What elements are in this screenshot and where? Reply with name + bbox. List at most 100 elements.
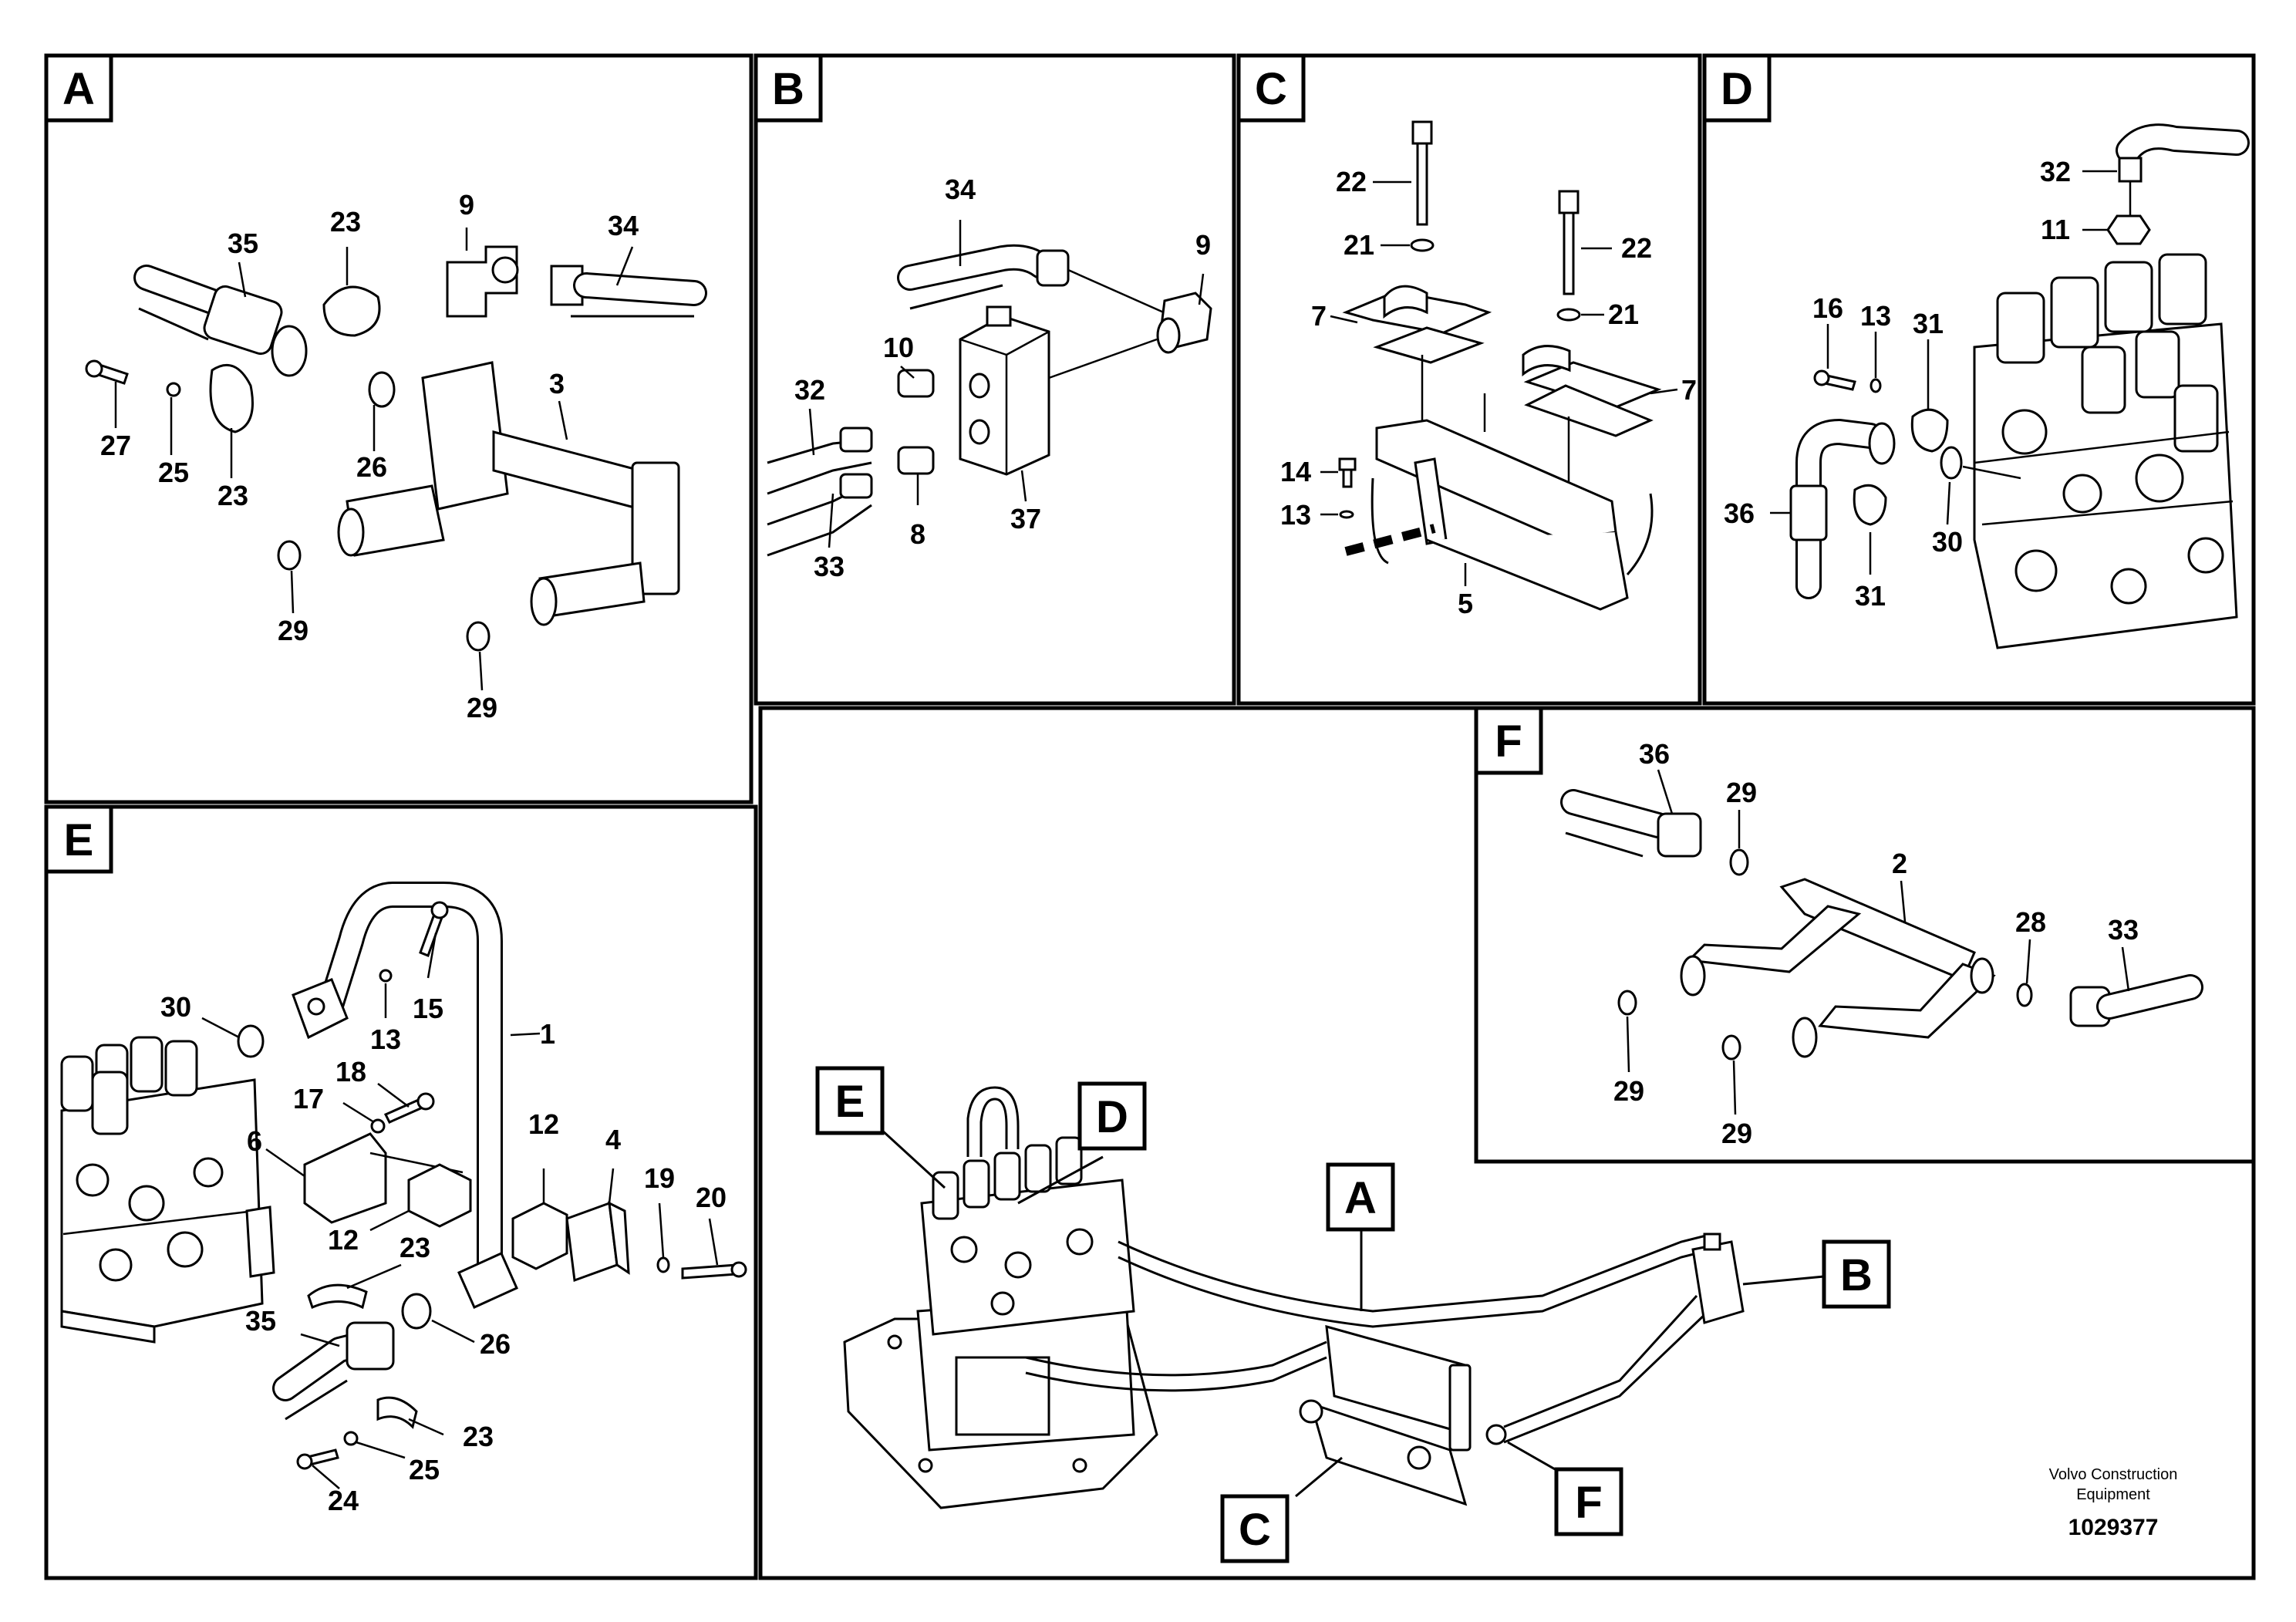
- label-d-31-top: 31: [1913, 308, 1944, 339]
- overview-callout-a-letter: A: [1344, 1173, 1377, 1223]
- overview-callout-a: A: [1326, 1162, 1395, 1232]
- label-a-23-top: 23: [330, 206, 361, 238]
- overview-callout-e: E: [815, 1066, 885, 1135]
- label-c-7-left: 7: [1311, 300, 1327, 332]
- brand-line-1: Volvo Construction: [2049, 1466, 2178, 1483]
- label-b-10: 10: [883, 332, 914, 363]
- label-f-36: 36: [1639, 738, 1670, 770]
- panel-e-frame: [44, 804, 758, 1580]
- label-b-37: 37: [1010, 503, 1041, 534]
- panel-b-tag: B: [754, 53, 823, 123]
- label-c-21-left: 21: [1344, 229, 1374, 261]
- panel-d-drawing: 32 11 16 13 31 36 30 31: [1724, 123, 2250, 649]
- label-a-3: 3: [549, 368, 565, 400]
- label-d-16: 16: [1812, 292, 1843, 324]
- overview-callout-d: D: [1077, 1081, 1147, 1151]
- panel-e-letter: E: [64, 815, 94, 865]
- panel-e-drawing: 30 15 13 1 18 17 6 12 4 19 20 12 23 35 2…: [60, 882, 747, 1516]
- panel-b-drawing: 34 9 10 32 33 8 37: [767, 174, 1212, 582]
- overview-callout-c: C: [1220, 1494, 1290, 1563]
- label-e-15: 15: [413, 993, 443, 1024]
- label-b-34: 34: [945, 174, 976, 205]
- overview-callout-c-letter: C: [1239, 1505, 1271, 1555]
- label-b-9: 9: [1195, 229, 1211, 261]
- label-f-29-left: 29: [1613, 1075, 1644, 1107]
- panel-d-letter: D: [1721, 64, 1753, 114]
- overview-callout-f-letter: F: [1575, 1478, 1602, 1528]
- label-e-12-right: 12: [528, 1108, 559, 1140]
- panel-d-tag: D: [1702, 53, 1772, 123]
- label-a-29-left: 29: [278, 615, 308, 646]
- panel-a-tag: A: [44, 53, 113, 123]
- label-f-29-bottom: 29: [1721, 1118, 1752, 1149]
- label-a-29-right: 29: [467, 692, 497, 723]
- label-c-21-right: 21: [1608, 298, 1639, 330]
- label-a-26: 26: [356, 451, 387, 483]
- leader-overview-e: [880, 1128, 946, 1189]
- document-number: 1029377: [2068, 1515, 2159, 1540]
- label-c-7-right: 7: [1681, 374, 1697, 406]
- label-d-31-bottom: 31: [1855, 580, 1886, 612]
- label-e-25: 25: [409, 1454, 440, 1485]
- label-e-35: 35: [245, 1305, 276, 1337]
- label-e-18: 18: [335, 1056, 366, 1088]
- panel-c-frame: [1236, 53, 1702, 706]
- label-c-5: 5: [1458, 588, 1473, 619]
- label-a-23-bottom: 23: [217, 480, 248, 511]
- label-f-29-top: 29: [1726, 777, 1757, 808]
- label-b-32: 32: [794, 374, 825, 406]
- label-f-33: 33: [2108, 914, 2139, 946]
- overview-drawing: E D A B C F: [815, 1066, 1891, 1563]
- label-f-28: 28: [2015, 906, 2046, 938]
- overview-callout-d-letter: D: [1096, 1092, 1128, 1142]
- label-d-30: 30: [1932, 526, 1963, 558]
- label-c-22-left: 22: [1336, 166, 1367, 197]
- label-d-32: 32: [2040, 156, 2071, 187]
- panel-a-letter: A: [62, 64, 95, 114]
- label-e-4: 4: [605, 1124, 621, 1155]
- label-a-34: 34: [608, 210, 639, 241]
- label-e-1: 1: [540, 1018, 555, 1050]
- label-e-6: 6: [247, 1125, 262, 1157]
- label-d-13: 13: [1860, 300, 1891, 332]
- label-e-17: 17: [293, 1083, 324, 1114]
- label-b-33: 33: [814, 551, 845, 582]
- panel-d-frame: [1702, 53, 2256, 706]
- label-a-27: 27: [100, 430, 131, 461]
- label-e-30: 30: [160, 991, 191, 1023]
- label-e-26: 26: [480, 1328, 511, 1360]
- overview-valve-bank: [920, 1136, 1135, 1336]
- label-c-22-right: 22: [1621, 232, 1652, 264]
- overview-callout-b-letter: B: [1840, 1250, 1873, 1300]
- panel-c-drawing: 22 21 22 21 7 7 14 13 5: [1280, 120, 1697, 619]
- label-c-13: 13: [1280, 499, 1311, 531]
- panel-e-tag: E: [44, 804, 113, 874]
- panel-f-frame: [1474, 706, 2256, 1164]
- panel-a-frame: [44, 53, 754, 804]
- overview-callout-f: F: [1554, 1467, 1623, 1536]
- footer: Volvo Construction Equipment 1029377: [2049, 1466, 2178, 1540]
- label-e-23-upper: 23: [400, 1232, 430, 1263]
- label-c-14: 14: [1280, 456, 1311, 487]
- label-e-24: 24: [328, 1485, 359, 1516]
- label-d-11: 11: [2041, 214, 2070, 245]
- control-valve-block-d: [1973, 253, 2238, 649]
- label-e-12-left: 12: [328, 1224, 359, 1256]
- overview-callout-e-letter: E: [835, 1077, 865, 1127]
- panel-f-drawing: 36 29 2 28 33 29 29: [1560, 738, 2203, 1149]
- label-e-13: 13: [370, 1023, 401, 1055]
- panel-f-tag: F: [1474, 706, 1543, 775]
- label-e-23-lower: 23: [463, 1421, 494, 1452]
- control-valve-block-e: [60, 1036, 275, 1344]
- label-e-19: 19: [644, 1162, 675, 1194]
- leader-overview-f: [1507, 1441, 1563, 1475]
- leader-overview-d: [1017, 1155, 1104, 1205]
- label-f-2: 2: [1892, 848, 1907, 879]
- leader-overview-b: [1742, 1275, 1825, 1286]
- label-a-25: 25: [158, 457, 189, 488]
- label-a-9: 9: [459, 189, 474, 221]
- leader-overview-c: [1295, 1456, 1343, 1498]
- panel-c-letter: C: [1255, 64, 1287, 114]
- overview-callout-b: B: [1822, 1239, 1891, 1309]
